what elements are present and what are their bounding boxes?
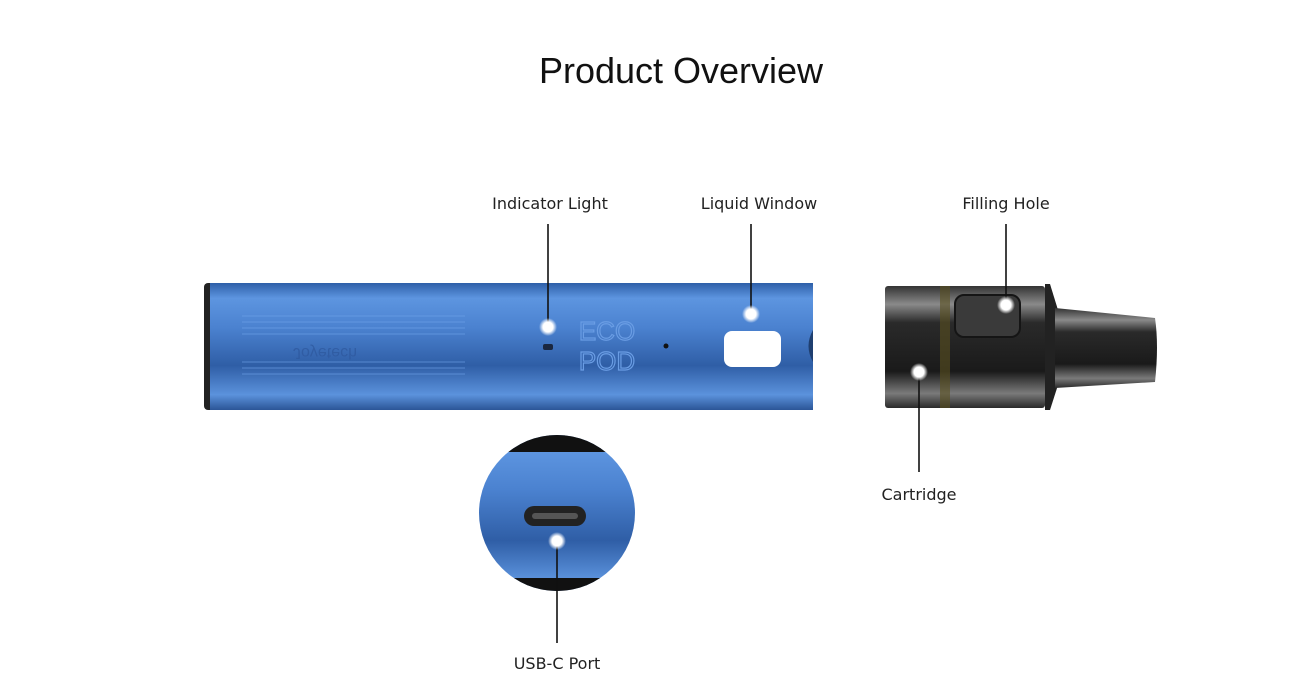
label-indicator-light: Indicator Light xyxy=(492,194,608,213)
pod-logo: POD xyxy=(579,346,635,376)
label-usb-c-port: USB-C Port xyxy=(513,654,601,673)
device-body: Joyetech ECO POD xyxy=(204,283,813,410)
callout-dots xyxy=(539,296,1015,550)
cartridge-part xyxy=(885,284,1157,410)
air-hole xyxy=(663,343,669,349)
label-filling-hole: Filling Hole xyxy=(962,194,1050,213)
eco-logo: ECO xyxy=(579,316,635,346)
indicator-light-slot xyxy=(543,344,553,350)
callout-lines xyxy=(547,224,1007,643)
label-cartridge: Cartridge xyxy=(881,485,957,504)
label-liquid-window: Liquid Window xyxy=(700,194,818,213)
brand-logo: Joyetech xyxy=(293,344,357,361)
usb-inset xyxy=(479,435,635,591)
page-title: Product Overview xyxy=(538,50,824,91)
liquid-window xyxy=(724,331,781,367)
